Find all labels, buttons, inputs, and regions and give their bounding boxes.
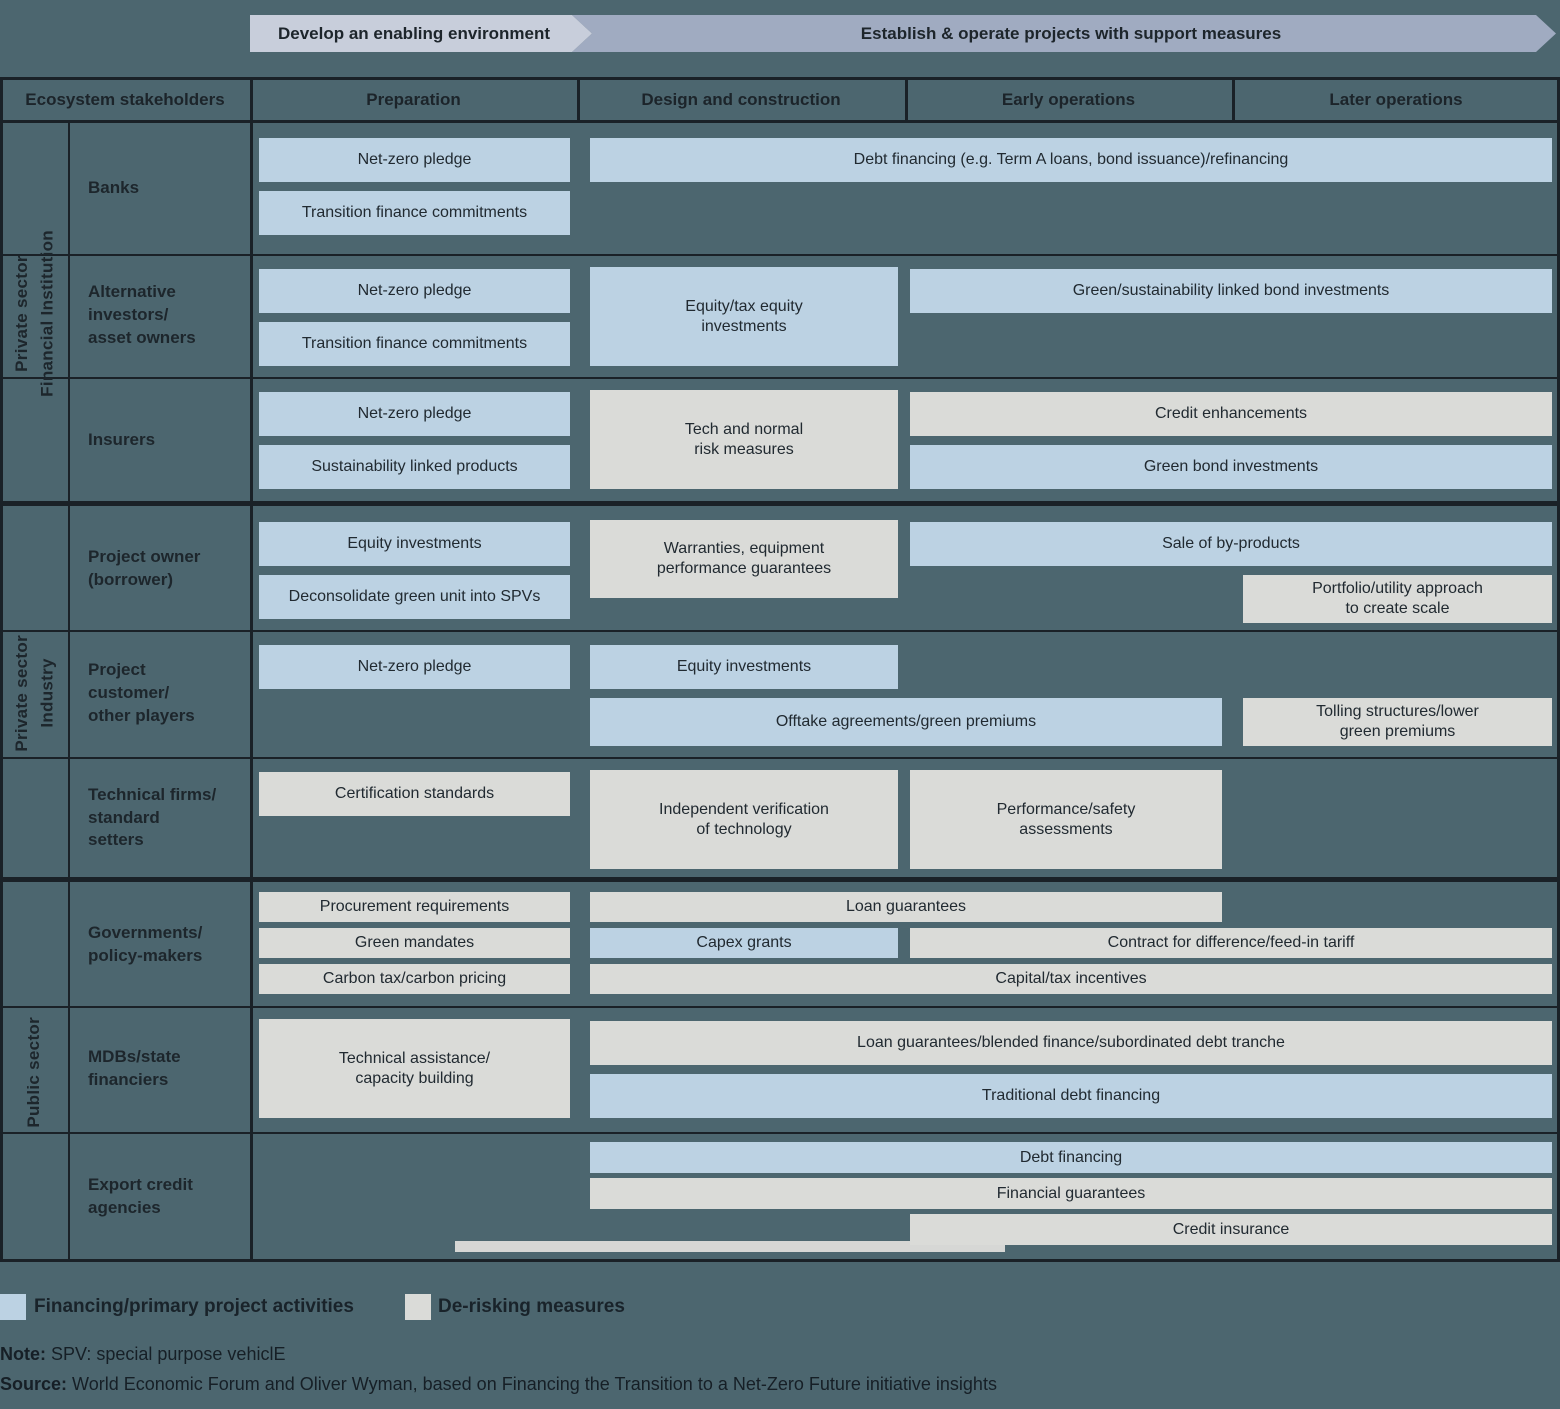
cell-certification-standards: Certification standards (259, 772, 570, 816)
cell-contract-for-difference-feed-in-tariff: Contract for difference/feed-in tariff (910, 928, 1552, 958)
cell-net-zero-pledge: Net-zero pledge (259, 392, 570, 436)
cell-debt-financing-e-g-term-a-loans-bond-issua: Debt financing (e.g. Term A loans, bond … (590, 138, 1552, 182)
cell-net-zero-pledge: Net-zero pledge (259, 138, 570, 182)
note-line: Note: SPV: special purpose vehiclE (0, 1342, 285, 1366)
phase-banner-enabling-arrow: Develop an enabling environment (250, 15, 592, 52)
group-strip-private-sector-financial-institution: Private sector Financial Institution (0, 123, 68, 503)
cell-green-sustainability-linked-bond-investmen: Green/sustainability linked bond investm… (910, 269, 1552, 313)
group-label: Private sector Industry (11, 634, 57, 752)
grid-line (0, 1132, 1560, 1134)
cell-procurement-requirements: Procurement requirements (259, 892, 570, 922)
legend-swatch-derisking (405, 1294, 431, 1320)
grid-line (250, 77, 253, 123)
cell-green-mandates: Green mandates (259, 928, 570, 958)
grid-line (0, 254, 1560, 256)
cell-loan-guarantees: Loan guarantees (590, 892, 1222, 922)
grid-line (577, 77, 580, 123)
group-strip-private-sector-industry: Private sector Industry (0, 507, 68, 879)
cell-equity-investments: Equity investments (259, 522, 570, 566)
row-label-project-owner-borrower: Project owner (borrower) (88, 546, 201, 589)
group-label: Private sector Financial Institution (11, 229, 57, 397)
cell-net-zero-pledge: Net-zero pledge (259, 269, 570, 313)
row-label-insurers: Insurers (88, 429, 156, 449)
cell-equity-tax-equity-investments: Equity/tax equity investments (590, 267, 898, 366)
phase-banner-enabling-label: Develop an enabling environment (277, 23, 551, 43)
row-label-alternative-investors-asset-owners: Alternative investors/ asset owners (88, 282, 196, 347)
cell-credit-insurance: Credit insurance (910, 1214, 1552, 1245)
grid-line (250, 123, 253, 1259)
cell-tolling-structures-lower-green-premiums: Tolling structures/lower green premiums (1243, 698, 1552, 746)
header-ecosystem-stakeholders: Ecosystem stakeholders (25, 90, 225, 109)
cell-equity-investments: Equity investments (590, 645, 898, 689)
header-col-preparation: Preparation (366, 90, 461, 109)
cell-capex-grants: Capex grants (590, 928, 898, 958)
cell-warranties-equipment-performance-guarantee: Warranties, equipment performance guaran… (590, 520, 898, 598)
note-prefix: Note: (0, 1344, 46, 1364)
grid-line (905, 77, 908, 123)
grid-line (0, 877, 1560, 882)
grid-line (1232, 77, 1235, 123)
group-strip-public-sector: Public sector (0, 883, 68, 1262)
source-text: World Economic Forum and Oliver Wyman, b… (67, 1374, 997, 1394)
grid-line (0, 377, 1560, 379)
grid-line (0, 120, 1560, 123)
source-line: Source: World Economic Forum and Oliver … (0, 1372, 997, 1396)
group-label: Public sector (24, 1017, 44, 1128)
cell-traditional-debt-financing: Traditional debt financing (590, 1074, 1552, 1118)
grid-line (0, 1259, 1560, 1262)
cell-net-zero-pledge: Net-zero pledge (259, 645, 570, 689)
cell-tech-and-normal-risk-measures: Tech and normal risk measures (590, 390, 898, 489)
note-text: SPV: special purpose vehiclE (46, 1344, 286, 1364)
grid-line (1557, 77, 1560, 1262)
row-label-project-customer-other-players: Project customer/ other players (88, 660, 195, 725)
cell-capital-tax-incentives: Capital/tax incentives (590, 964, 1552, 994)
row-label-governments-policy-makers: Governments/ policy-makers (88, 922, 203, 965)
header-col-design-construction: Design and construction (641, 90, 841, 109)
row-label-mdbs-state-financiers: MDBs/state financiers (88, 1047, 181, 1089)
phase-banner-operate-arrow: Establish & operate projects with suppor… (572, 15, 1556, 52)
header-col-later-operations: Later operations (1329, 90, 1463, 109)
row-label-export-credit-agencies: Export credit agencies (88, 1175, 193, 1217)
grid-line (0, 77, 1560, 80)
cell-loan-guarantees-blended-finance-subordinat: Loan guarantees/blended finance/subordin… (590, 1021, 1552, 1065)
header-col-early-operations: Early operations (1001, 90, 1136, 109)
cell-performance-safety-assessments: Performance/safety assessments (910, 770, 1222, 869)
grid-line (0, 630, 1560, 632)
cell-credit-enhancements: Credit enhancements (910, 392, 1552, 436)
legend-label-derisking: De-risking measures (438, 1296, 625, 1317)
partial-box-decor (455, 1241, 1005, 1252)
cell-transition-finance-commitments: Transition finance commitments (259, 322, 570, 366)
source-prefix: Source: (0, 1374, 68, 1394)
cell-financial-guarantees: Financial guarantees (590, 1178, 1552, 1209)
cell-deconsolidate-green-unit-into-spvs: Deconsolidate green unit into SPVs (259, 575, 570, 619)
legend-label-financing: Financing/primary project activities (34, 1296, 354, 1317)
cell-sale-of-by-products: Sale of by-products (910, 522, 1552, 566)
grid-line (68, 123, 70, 1259)
cell-technical-assistance-capacity-building: Technical assistance/ capacity building (259, 1019, 570, 1118)
grid-line (0, 757, 1560, 759)
legend: Financing/primary project activities De-… (0, 1294, 1560, 1320)
grid-line (0, 1006, 1560, 1008)
cell-transition-finance-commitments: Transition finance commitments (259, 191, 570, 235)
grid-line (0, 501, 1560, 506)
cell-portfolio-utility-approach-to-create-scale: Portfolio/utility approach to create sca… (1243, 575, 1552, 623)
cell-sustainability-linked-products: Sustainability linked products (259, 445, 570, 489)
cell-offtake-agreements-green-premiums: Offtake agreements/green premiums (590, 698, 1222, 746)
phase-banner-operate-label: Establish & operate projects with suppor… (860, 23, 1282, 43)
legend-swatch-financing (0, 1294, 26, 1320)
row-label-technical-firms-standard-setters: Technical firms/ standard setters (88, 784, 217, 850)
cell-debt-financing: Debt financing (590, 1142, 1552, 1173)
cell-independent-verification-of-technology: Independent verification of technology (590, 770, 898, 869)
row-label-banks: Banks (88, 178, 140, 198)
cell-carbon-tax-carbon-pricing: Carbon tax/carbon pricing (259, 964, 570, 994)
cell-green-bond-investments: Green bond investments (910, 445, 1552, 489)
grid-line (0, 77, 3, 1262)
